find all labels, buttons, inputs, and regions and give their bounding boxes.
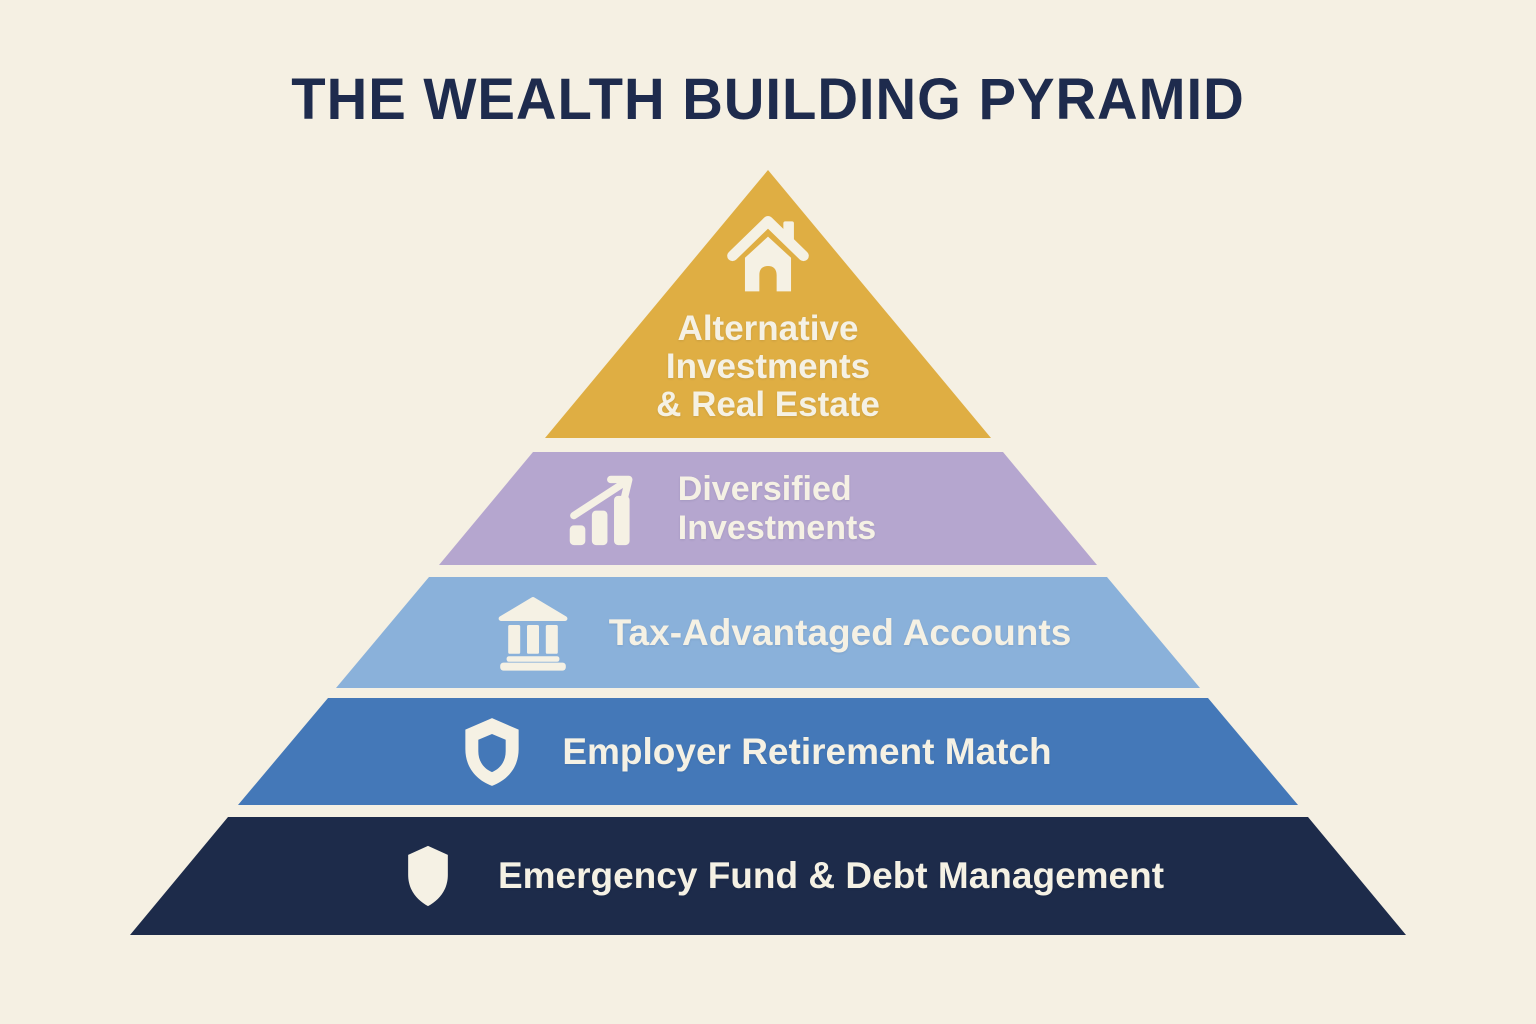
bar-chart-growth-icon xyxy=(569,475,633,545)
pyramid-tier-tax-advantaged-accounts: Tax-Advantaged Accounts xyxy=(336,577,1200,688)
pyramid-tier-alternative-investments: Alternative Investments & Real Estate xyxy=(545,170,991,438)
pyramid-tier-emergency-fund: Emergency Fund & Debt Management xyxy=(130,817,1406,935)
house-icon xyxy=(727,215,809,291)
tier-label-tax-advantaged-accounts: Tax-Advantaged Accounts xyxy=(608,611,1072,653)
shield-outline-icon xyxy=(465,717,519,786)
tier-label-employer-retirement-match: Employer Retirement Match xyxy=(562,730,1052,772)
pyramid-tier-diversified-investments: Diversified Investments xyxy=(439,452,1097,565)
bank-icon xyxy=(498,596,568,671)
shield-solid-icon xyxy=(408,845,448,907)
tier-label-diversified-investments: Diversified Investments xyxy=(677,470,877,547)
tier-label-emergency-fund: Emergency Fund & Debt Management xyxy=(497,855,1165,896)
tier-label-alternative-investments: Alternative Investments & Real Estate xyxy=(656,308,880,424)
pyramid-tier-employer-retirement-match: Employer Retirement Match xyxy=(238,698,1298,805)
page-title: THE WEALTH BUILDING PYRAMID xyxy=(291,67,1245,132)
